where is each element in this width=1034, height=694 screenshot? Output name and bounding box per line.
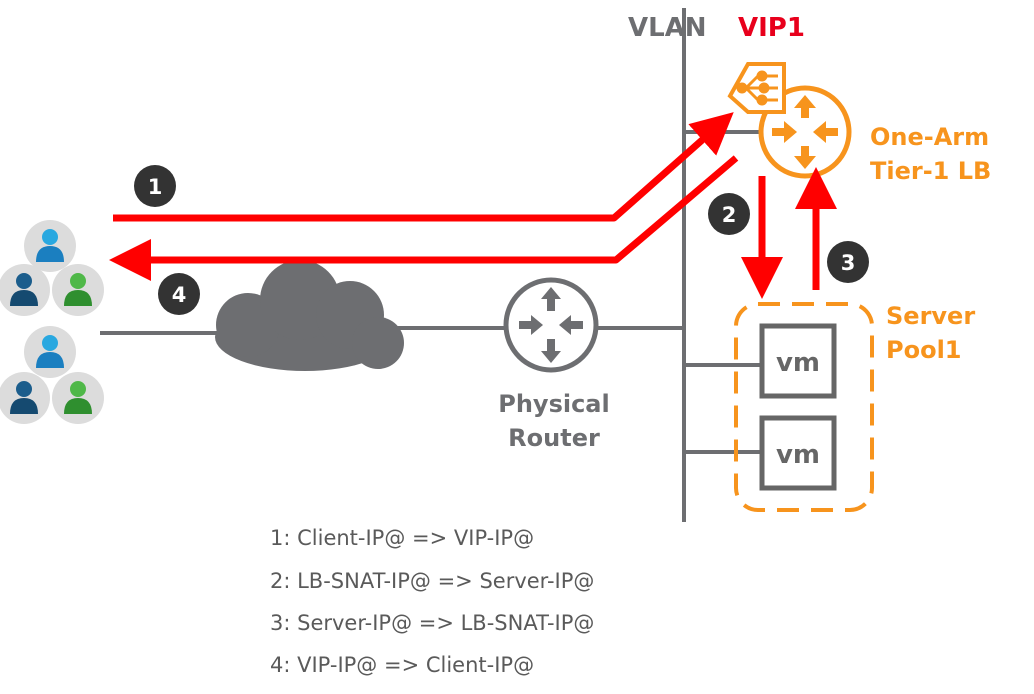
svg-text:3: 3 (841, 251, 856, 275)
server-pool-boundary (734, 302, 874, 512)
pool-label-line1: Server (886, 302, 975, 330)
step-badge: 3 (827, 241, 869, 283)
lb-label-line1: One-Arm (870, 123, 989, 151)
router-icon (503, 277, 599, 373)
flow-arrow-step1 (113, 112, 734, 222)
flow-arrow-step4 (109, 155, 739, 281)
svg-text:1: 1 (148, 175, 163, 199)
vm-label: vm (776, 440, 820, 470)
lb-label-line2: Tier-1 LB (870, 157, 991, 185)
legend-line: 4: VIP-IP@ => Client-IP@ (270, 653, 534, 677)
step-badge: 2 (708, 193, 750, 235)
svg-text:2: 2 (722, 203, 737, 227)
legend-line: 1: Client-IP@ => VIP-IP@ (270, 526, 534, 550)
router-label-line1: Physical (498, 390, 609, 418)
vm-label: vm (776, 348, 820, 378)
legend: 1: Client-IP@ => VIP-IP@ 2: LB-SNAT-IP@ … (270, 526, 594, 677)
vlan-segment (100, 8, 762, 522)
pool-label-line2: Pool1 (886, 336, 962, 364)
legend-line: 2: LB-SNAT-IP@ => Server-IP@ (270, 569, 594, 593)
vm-icon: vm (759, 415, 837, 491)
svg-text:4: 4 (172, 283, 187, 307)
vlan-label: VLAN (628, 13, 707, 43)
step-badge: 4 (158, 273, 200, 315)
step-badge: 1 (134, 165, 176, 207)
client-users-icon (0, 220, 104, 424)
load-balancer-icon (727, 62, 852, 179)
vip-label: VIP1 (738, 13, 805, 43)
vm-icon: vm (759, 323, 837, 399)
legend-line: 3: Server-IP@ => LB-SNAT-IP@ (270, 611, 594, 635)
router-label-line2: Router (508, 424, 600, 452)
cloud-icon (215, 260, 404, 371)
